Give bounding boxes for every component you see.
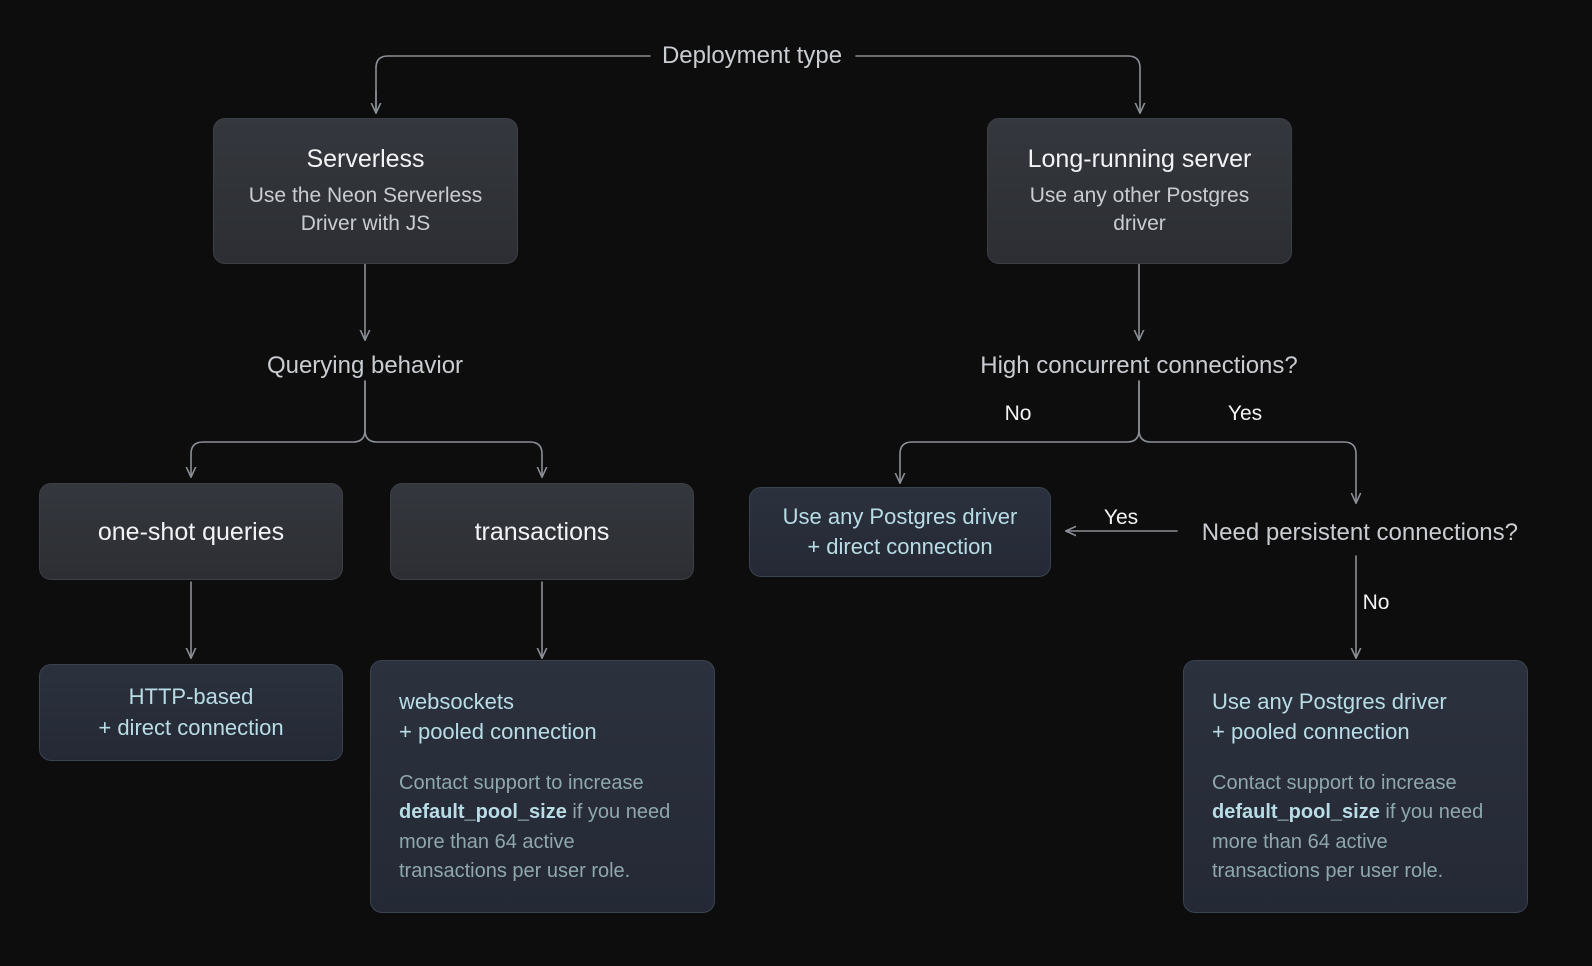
edge-querying-oneshot <box>191 380 366 477</box>
edge-querying-transactions <box>364 380 542 477</box>
node-serverless-subtitle: Use the Neon Serverless Driver with JS <box>248 183 483 235</box>
node-serverless-title: Serverless <box>306 144 425 173</box>
node-long-running-server-subtitle: Use any other Postgres driver <box>1029 183 1250 235</box>
node-http-based-direct-connection[interactable]: HTTP-based + direct connection <box>39 664 343 761</box>
edge-label-persistent-yes: Yes <box>1103 506 1139 529</box>
node-one-shot-queries-title: one-shot queries <box>97 517 285 546</box>
node-websockets-pooled-connection-title: websockets + pooled connection <box>399 689 597 745</box>
edge-root-left <box>375 55 651 114</box>
node-websockets-pooled-connection-note: Contact support to increase default_pool… <box>399 769 686 886</box>
node-serverless[interactable]: Serverless Use the Neon Serverless Drive… <box>213 118 518 264</box>
node-any-driver-pooled-connection[interactable]: Use any Postgres driver + pooled connect… <box>1183 660 1528 913</box>
decision-need-persistent-connections: Need persistent connections? <box>1201 519 1518 546</box>
edge-label-persistent-no: No <box>1362 591 1390 614</box>
node-any-driver-direct-connection-title: Use any Postgres driver + direct connect… <box>782 503 1018 559</box>
node-any-driver-pooled-connection-title: Use any Postgres driver + pooled connect… <box>1212 689 1447 745</box>
node-transactions[interactable]: transactions <box>390 483 694 580</box>
note-text-before: Contact support to increase <box>399 772 644 795</box>
note-text-after-2: if you need more than 64 active transact… <box>1212 801 1484 882</box>
edge-root-right <box>855 55 1140 113</box>
note-text-after: if you need more than 64 active transact… <box>399 801 671 882</box>
edge-label-concurrent-no: No <box>1004 402 1032 425</box>
note-code-default-pool-size-2: default_pool_size <box>1212 801 1380 824</box>
node-any-driver-direct-connection[interactable]: Use any Postgres driver + direct connect… <box>749 487 1051 577</box>
node-any-driver-pooled-connection-note: Contact support to increase default_pool… <box>1212 769 1499 886</box>
root-label: Deployment type <box>661 42 843 69</box>
decision-high-concurrent-connections: High concurrent connections? <box>980 352 1298 379</box>
node-long-running-server[interactable]: Long-running server Use any other Postgr… <box>987 118 1292 264</box>
edge-label-concurrent-yes: Yes <box>1227 402 1263 425</box>
edge-concurrent-yes <box>1138 380 1356 503</box>
node-long-running-server-title: Long-running server <box>1027 144 1252 173</box>
decision-querying-behavior: Querying behavior <box>266 352 464 379</box>
node-http-based-direct-connection-title: HTTP-based + direct connection <box>98 684 284 740</box>
note-text-before-2: Contact support to increase <box>1212 772 1457 795</box>
node-websockets-pooled-connection[interactable]: websockets + pooled connection Contact s… <box>370 660 715 913</box>
node-transactions-title: transactions <box>474 517 610 546</box>
node-one-shot-queries[interactable]: one-shot queries <box>39 483 343 580</box>
note-code-default-pool-size: default_pool_size <box>399 801 567 824</box>
edge-concurrent-no <box>900 380 1140 483</box>
